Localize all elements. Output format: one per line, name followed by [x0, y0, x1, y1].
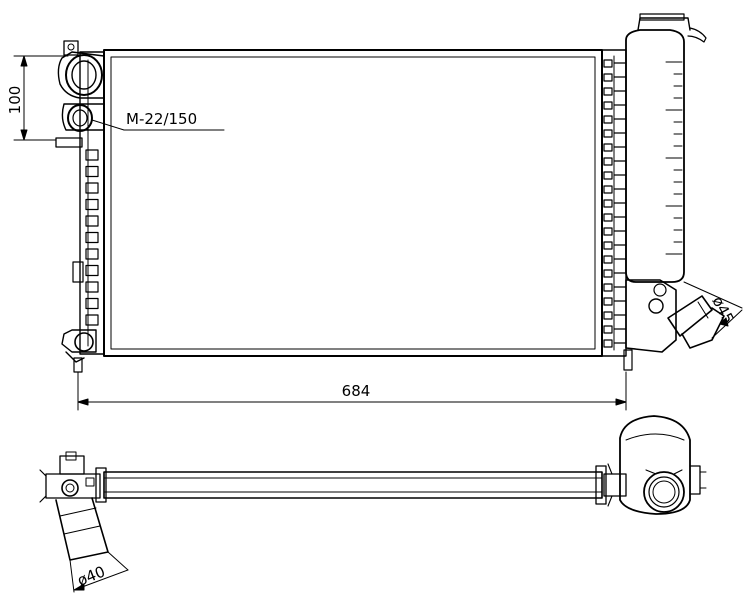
tank-clip	[603, 73, 613, 82]
tank-clip	[85, 264, 99, 277]
drain-plug-fitting	[61, 103, 105, 132]
tank-clip	[85, 297, 99, 310]
tank-clip	[603, 129, 613, 138]
tank-clip	[603, 157, 613, 166]
thread-callout-label: M-22/150	[126, 110, 197, 128]
upper-inlet-pipe	[57, 40, 105, 99]
inlet-diameter-dimension	[69, 551, 129, 593]
tank-clip	[603, 339, 613, 348]
tank-clip	[603, 115, 613, 124]
right-tank	[601, 49, 627, 357]
tank-clip	[603, 143, 613, 152]
tank-clip	[85, 165, 99, 178]
tank-clip	[603, 311, 613, 320]
top-view-inlet-pipe	[55, 497, 109, 561]
tank-clip	[85, 248, 99, 260]
tank-clip	[603, 227, 613, 236]
bottom-left-fitting	[61, 329, 97, 373]
inlet-diameter-label: ø40	[75, 562, 108, 589]
tank-clip	[603, 87, 613, 96]
tank-clip	[85, 314, 99, 326]
top-view-core	[103, 471, 603, 499]
width-dimension-label: 684	[342, 382, 371, 400]
height-dimension	[13, 55, 69, 141]
tank-clip	[603, 59, 613, 68]
tank-clip	[603, 255, 613, 264]
thread-callout-leader	[91, 119, 225, 131]
top-view-expansion-tank	[619, 415, 707, 515]
tank-clip	[603, 199, 613, 208]
tank-clip	[603, 213, 613, 222]
tank-clip	[603, 101, 613, 110]
tank-clip	[603, 297, 613, 306]
tank-clip	[85, 198, 99, 211]
bottom-right-mount	[623, 349, 633, 371]
tank-clip	[603, 171, 613, 180]
expansion-tank	[625, 13, 707, 353]
radiator-core	[103, 49, 603, 357]
left-tank	[55, 51, 105, 355]
tank-clip	[85, 231, 99, 244]
outlet-diameter-label: ø45	[708, 293, 737, 326]
tank-clip	[85, 182, 99, 194]
tank-clip	[603, 185, 613, 194]
tank-clip	[85, 149, 99, 161]
top-view-left-end	[39, 451, 107, 503]
tank-clip	[603, 325, 613, 334]
height-dimension-label: 100	[6, 86, 24, 115]
tank-clip	[85, 281, 99, 293]
tank-clip	[603, 283, 613, 292]
tank-clip	[603, 269, 613, 278]
front-view: 100 M-22/150 684 ø45	[6, 13, 743, 411]
top-view-right-end	[595, 463, 627, 507]
right-outlet-pipe	[667, 295, 725, 349]
width-dimension	[77, 371, 627, 411]
tank-clip	[85, 215, 99, 227]
outlet-diameter-dimension	[683, 281, 743, 339]
top-view-outlet-pipe	[643, 469, 685, 513]
top-view: ø40	[39, 415, 707, 593]
tank-clip	[603, 241, 613, 250]
